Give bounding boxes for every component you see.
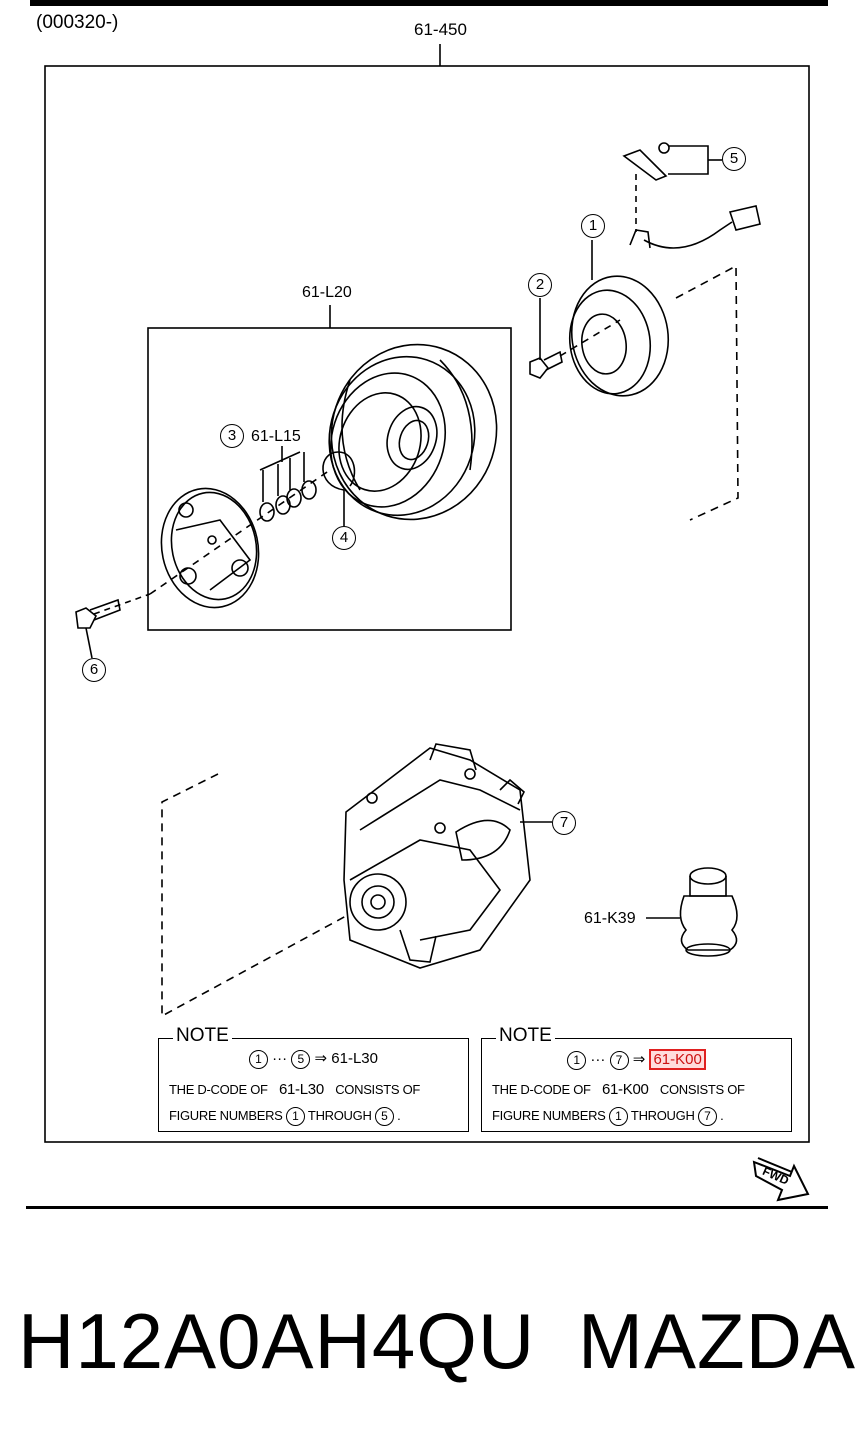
coil-bolt-drawing — [529, 298, 563, 379]
top-rule — [30, 0, 828, 6]
armature-plate-drawing — [160, 487, 260, 609]
note-range: 1 ··· 7 ⇒ 61-K00 — [482, 1049, 791, 1070]
callout-5: 5 — [722, 147, 746, 171]
note-text-line: THE D-CODE OF 61-K00 CONSISTS OF — [492, 1081, 745, 1098]
note-text-line: FIGURE NUMBERS 1 THROUGH 7 . — [492, 1107, 724, 1126]
field-coil-drawing — [568, 205, 761, 397]
serial-range: (000320-) — [36, 12, 119, 33]
shims-drawing — [259, 446, 317, 522]
callout-7: 7 — [552, 811, 576, 835]
note-range: 1 ··· 5 ⇒ 61-L30 — [159, 1049, 468, 1069]
parts-diagram — [44, 44, 810, 1143]
receiver-drawing — [646, 867, 738, 957]
brand-name: MAZDA — [578, 1297, 856, 1385]
note-text-line: THE D-CODE OF 61-L30 CONSISTS OF — [169, 1081, 421, 1098]
note-title: NOTE — [173, 1025, 232, 1047]
shim-group-code: 61-L15 — [251, 428, 301, 445]
compressor-drawing — [343, 743, 552, 969]
note-box-1: NOTE 1 ··· 5 ⇒ 61-L30 THE D-CODE OF 61-L… — [158, 1025, 469, 1132]
fwd-label: FWD — [760, 1164, 791, 1188]
part-number: H12A0AH4QU — [18, 1297, 536, 1385]
pulley-drawing — [328, 343, 498, 521]
clutch-group-box — [147, 327, 512, 631]
receiver-code: 61-K39 — [584, 910, 636, 927]
clutch-group-code: 61-L20 — [302, 284, 352, 301]
note-box-2: NOTE 1 ··· 7 ⇒ 61-K00 THE D-CODE OF 61-K… — [481, 1025, 792, 1132]
highlighted-target-code[interactable]: 61-K00 — [649, 1049, 706, 1070]
callout-6: 6 — [82, 658, 106, 682]
callout-3: 3 — [220, 424, 244, 448]
callout-1: 1 — [581, 214, 605, 238]
bolt-drawing — [75, 593, 151, 659]
ground-terminal-drawing — [622, 142, 722, 232]
bottom-rule — [26, 1206, 828, 1209]
note-target-code: 61-L30 — [331, 1050, 378, 1067]
fwd-arrow-icon: FWD — [752, 1157, 810, 1202]
assembly-code: 61-450 — [414, 20, 467, 39]
note-title: NOTE — [496, 1025, 555, 1047]
assembly-frame — [44, 65, 810, 1143]
snap-ring-drawing — [322, 451, 356, 491]
note-text-line: FIGURE NUMBERS 1 THROUGH 5 . — [169, 1107, 401, 1126]
callout-4: 4 — [332, 526, 356, 550]
callout-2: 2 — [528, 273, 552, 297]
